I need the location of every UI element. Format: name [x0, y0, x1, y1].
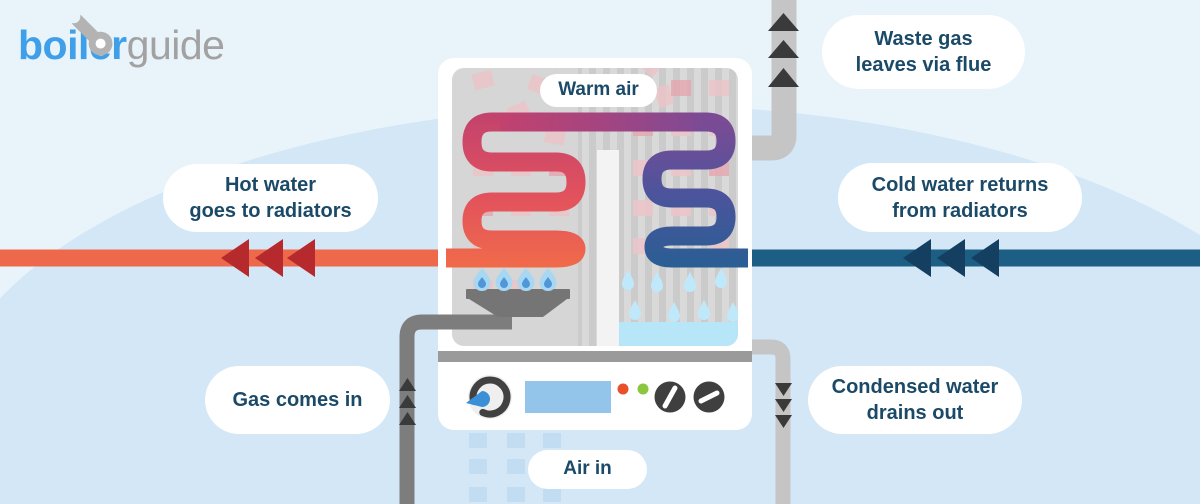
burner-flames-icon	[473, 268, 557, 291]
callout-warm-air: Warm air	[540, 74, 657, 107]
callout-line: Waste gas	[874, 28, 973, 50]
control-knob-left	[654, 381, 686, 413]
gas-up-arrows-icon	[399, 378, 416, 425]
brand-name-light: guide	[126, 22, 225, 68]
callout-line: Hot water	[224, 174, 317, 196]
cold-water-pipe	[740, 239, 1200, 277]
callout-line: Condensed water	[831, 376, 999, 398]
callout-line: Warm air	[558, 79, 639, 101]
callout-line: from radiators	[892, 199, 1028, 222]
hot-water-pipe	[0, 239, 460, 277]
condensate-pool	[619, 322, 738, 346]
cold-water-left-arrows-icon	[903, 239, 999, 277]
red-led-icon	[617, 383, 629, 395]
gas-burner	[466, 268, 570, 317]
display-screen	[525, 381, 611, 413]
callout-cold-water: Cold water returns from radiators	[838, 163, 1082, 232]
condensate-down-arrows-icon	[775, 383, 792, 428]
callout-hot-water: Hot water goes to radiators	[163, 164, 378, 232]
callout-line: Gas comes in	[232, 389, 363, 411]
callout-line: Air in	[563, 458, 612, 480]
coil-hot-section	[446, 112, 586, 268]
callout-line: drains out	[866, 402, 964, 424]
pressure-gauge-icon	[466, 375, 512, 419]
callout-air-in: Air in	[528, 450, 647, 489]
chamber-divider	[597, 150, 619, 346]
flue-up-arrows-icon	[768, 13, 799, 87]
callout-line: Cold water returns	[871, 173, 1049, 196]
heat-exchanger-coil	[446, 112, 748, 268]
hot-water-left-arrows-icon	[221, 239, 315, 277]
condensate-pipe	[740, 339, 792, 504]
callout-line: leaves via flue	[855, 54, 992, 76]
gas-pipe	[399, 314, 512, 504]
brand-logo: boilerguide	[18, 11, 258, 74]
callout-line: goes to radiators	[189, 200, 352, 222]
brand-wordmark: boilerguide	[18, 22, 225, 69]
callout-waste-gas: Waste gas leaves via flue	[822, 15, 1025, 89]
coil-cold-section	[642, 112, 748, 268]
water-droplets-icon	[622, 268, 738, 322]
control-knob-right	[693, 381, 725, 413]
flue-pipe	[740, 0, 799, 161]
casing-trim-bar	[438, 351, 752, 362]
callout-gas-in: Gas comes in	[205, 366, 390, 434]
wrench-icon	[68, 11, 113, 56]
green-led-icon	[637, 383, 649, 395]
callout-condensed-water: Condensed water drains out	[808, 366, 1022, 434]
control-panel	[466, 375, 725, 419]
